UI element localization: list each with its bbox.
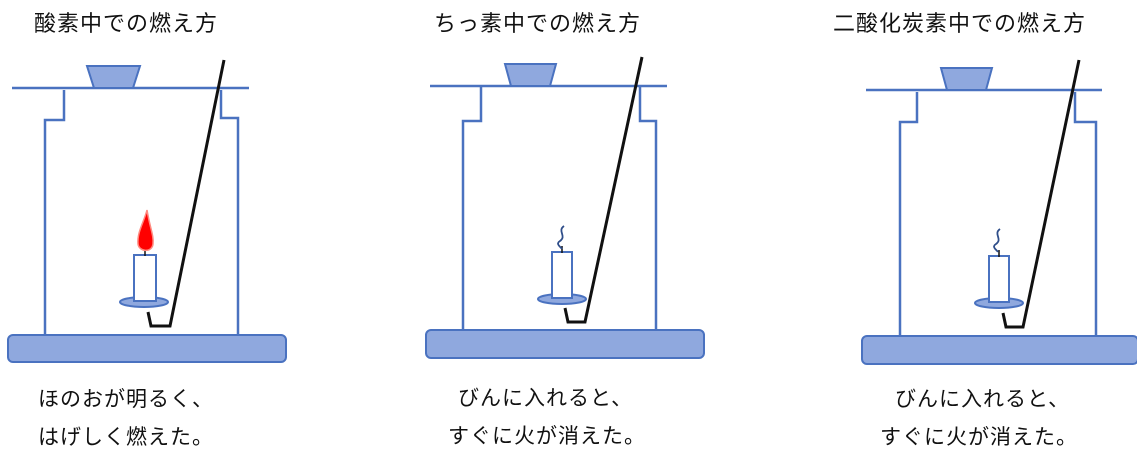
stopper bbox=[503, 63, 558, 87]
panel-title-carbon-dioxide: 二酸化炭素中での燃え方 bbox=[833, 12, 1087, 37]
candle bbox=[133, 254, 157, 302]
candle bbox=[551, 251, 573, 299]
caption-nitrogen-line1: びんに入れると、 bbox=[458, 386, 634, 410]
wire-holder bbox=[146, 59, 226, 328]
apparatus-carbon-dioxide bbox=[861, 59, 1137, 365]
base-plate bbox=[425, 329, 705, 359]
panel-title-nitrogen: ちっ素中での燃え方 bbox=[434, 12, 642, 37]
candle bbox=[988, 255, 1010, 303]
wire-holder bbox=[563, 56, 644, 324]
wire-holder bbox=[1001, 59, 1081, 329]
caption-co2-line1: びんに入れると、 bbox=[895, 387, 1071, 411]
apparatus-nitrogen bbox=[425, 56, 705, 359]
caption-nitrogen-line2: すぐに火が消えた。 bbox=[448, 424, 646, 448]
caption-oxygen-line1: ほのおが明るく、 bbox=[38, 387, 214, 411]
caption-co2-line2: すぐに火が消えた。 bbox=[880, 425, 1078, 449]
bottle-outline bbox=[461, 87, 658, 330]
flame-icon bbox=[137, 209, 154, 252]
bottle-outline bbox=[43, 90, 240, 335]
stopper bbox=[85, 65, 142, 89]
smoke-icon bbox=[557, 225, 565, 250]
bottle-outline bbox=[898, 92, 1098, 336]
base-plate bbox=[7, 334, 287, 363]
smoke-icon bbox=[993, 228, 1001, 253]
panel-title-oxygen: 酸素中での燃え方 bbox=[34, 12, 219, 37]
base-plate bbox=[861, 335, 1137, 365]
caption-oxygen-line2: はげしく燃えた。 bbox=[38, 425, 214, 449]
stopper bbox=[939, 67, 994, 91]
apparatus-oxygen bbox=[7, 59, 287, 363]
